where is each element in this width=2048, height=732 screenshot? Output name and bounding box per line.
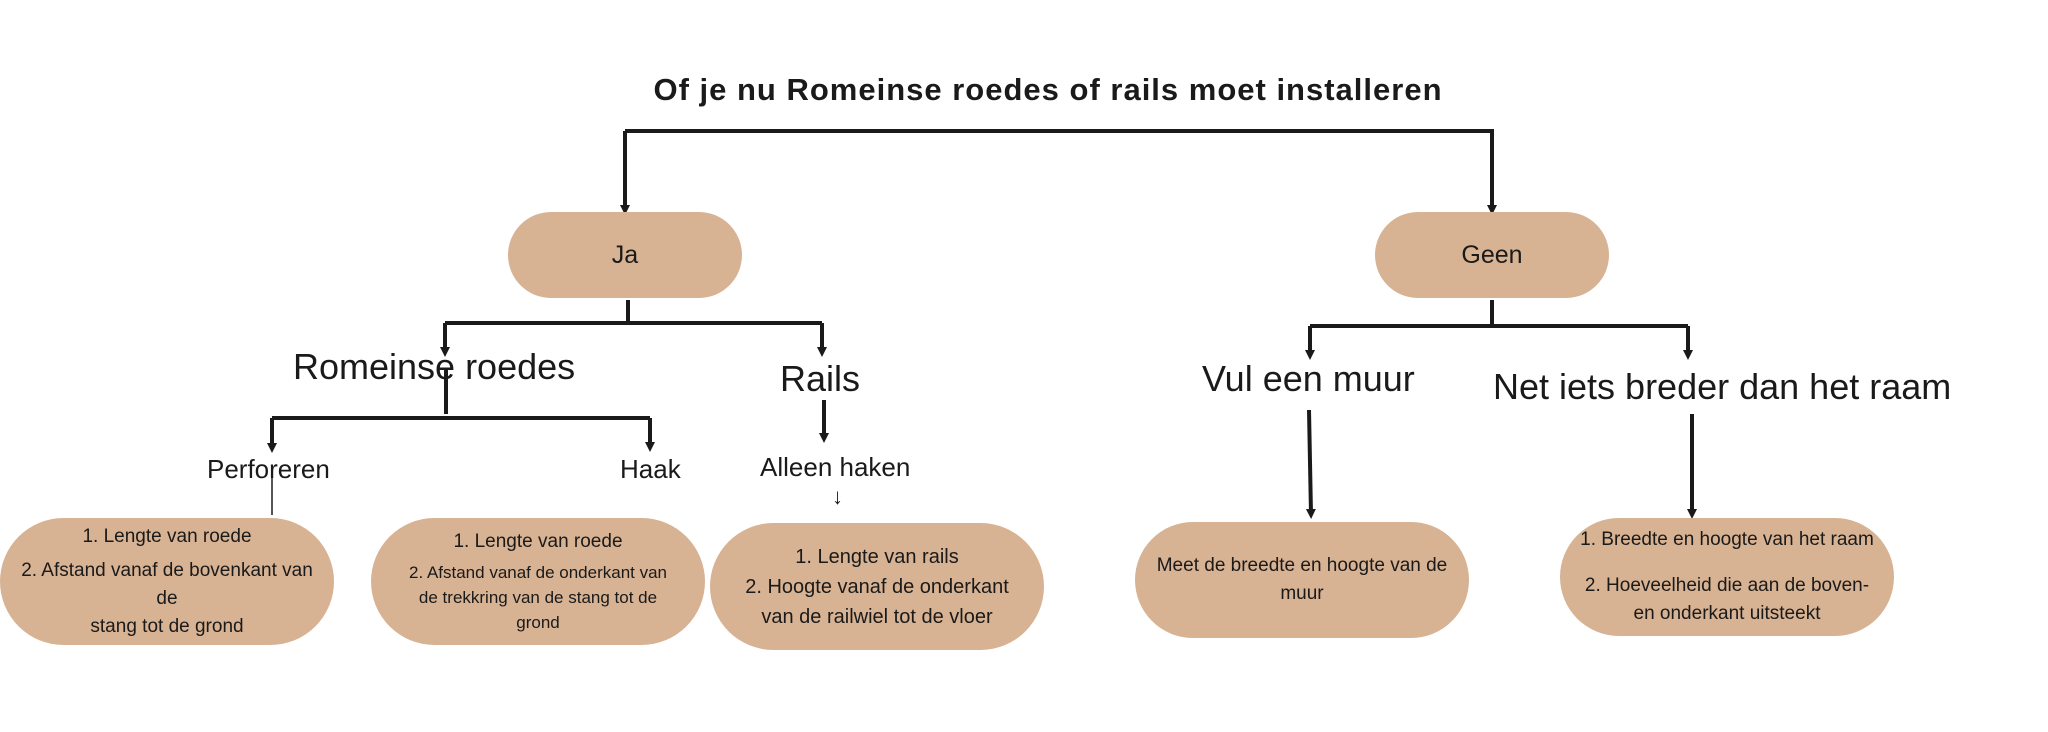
title-connector [623, 129, 1494, 210]
yes-node-label: Ja [611, 240, 639, 269]
no-node: Geen [1375, 212, 1609, 298]
only-hooks-label: Alleen haken [760, 452, 911, 482]
rails-label: Rails [780, 358, 861, 399]
hook-step-1: 1. Lengte van roede [453, 530, 623, 552]
perforate-step-2b: stang tot de grond [90, 615, 244, 637]
wall-step-a: Meet de breedte en hoogte van de [1156, 555, 1448, 576]
rails-step-1: 1. Lengte van rails [795, 545, 959, 568]
window-step-1: 1. Breedte en hoogte van het raam [1580, 529, 1874, 550]
hook-steps: 1. Lengte van roede 2. Afstand vanaf de … [371, 518, 705, 645]
perforate-step-1: 1. Lengte van roede [82, 525, 252, 547]
rails-step-2a: 2. Hoogte vanaf de onderkant [745, 575, 1009, 598]
hook-step-2c: grond [516, 612, 560, 632]
window-step-2a: 2. Hoeveelheid die aan de boven- [1584, 575, 1870, 596]
perforate-step-2a: 2. Afstand vanaf de bovenkant van de [21, 559, 313, 609]
hook-label: Haak [620, 454, 681, 484]
window-step-2b: en onderkant uitsteekt [1633, 603, 1821, 624]
perforate-steps: 1. Lengte van roede 2. Afstand vanaf de … [0, 518, 334, 645]
fill-wall-label: Vul een muur [1202, 358, 1415, 399]
wall-steps: Meet de breedte en hoogte van de muur [1135, 522, 1469, 638]
yes-node: Ja [508, 212, 742, 298]
rails-steps: 1. Lengte van rails 2. Hoogte vanaf de o… [710, 523, 1044, 650]
rails-step-2b: van de railwiel tot de vloer [761, 605, 993, 628]
perforate-label: Perforeren [207, 454, 330, 484]
no-node-label: Geen [1461, 240, 1523, 269]
roman-connector [270, 368, 652, 440]
hook-step-2b: de trekkring van de stang tot de [418, 587, 658, 607]
geen-connector [1308, 300, 1690, 346]
hook-step-2a: 2. Afstand vanaf de onderkant van [408, 562, 668, 582]
small-down-arrow-icon: ↓ [832, 484, 843, 509]
window-steps: 1. Breedte en hoogte van het raam 2. Hoe… [1560, 518, 1894, 636]
ja-connector [443, 300, 824, 345]
wall-step-b: muur [1280, 583, 1324, 604]
diagram-title: Of je nu Romeinse roedes of rails moet i… [653, 72, 1443, 107]
roman-blinds-label: Romeinse roedes [293, 346, 576, 387]
wider-window-label: Net iets breder dan het raam [1493, 366, 1952, 407]
